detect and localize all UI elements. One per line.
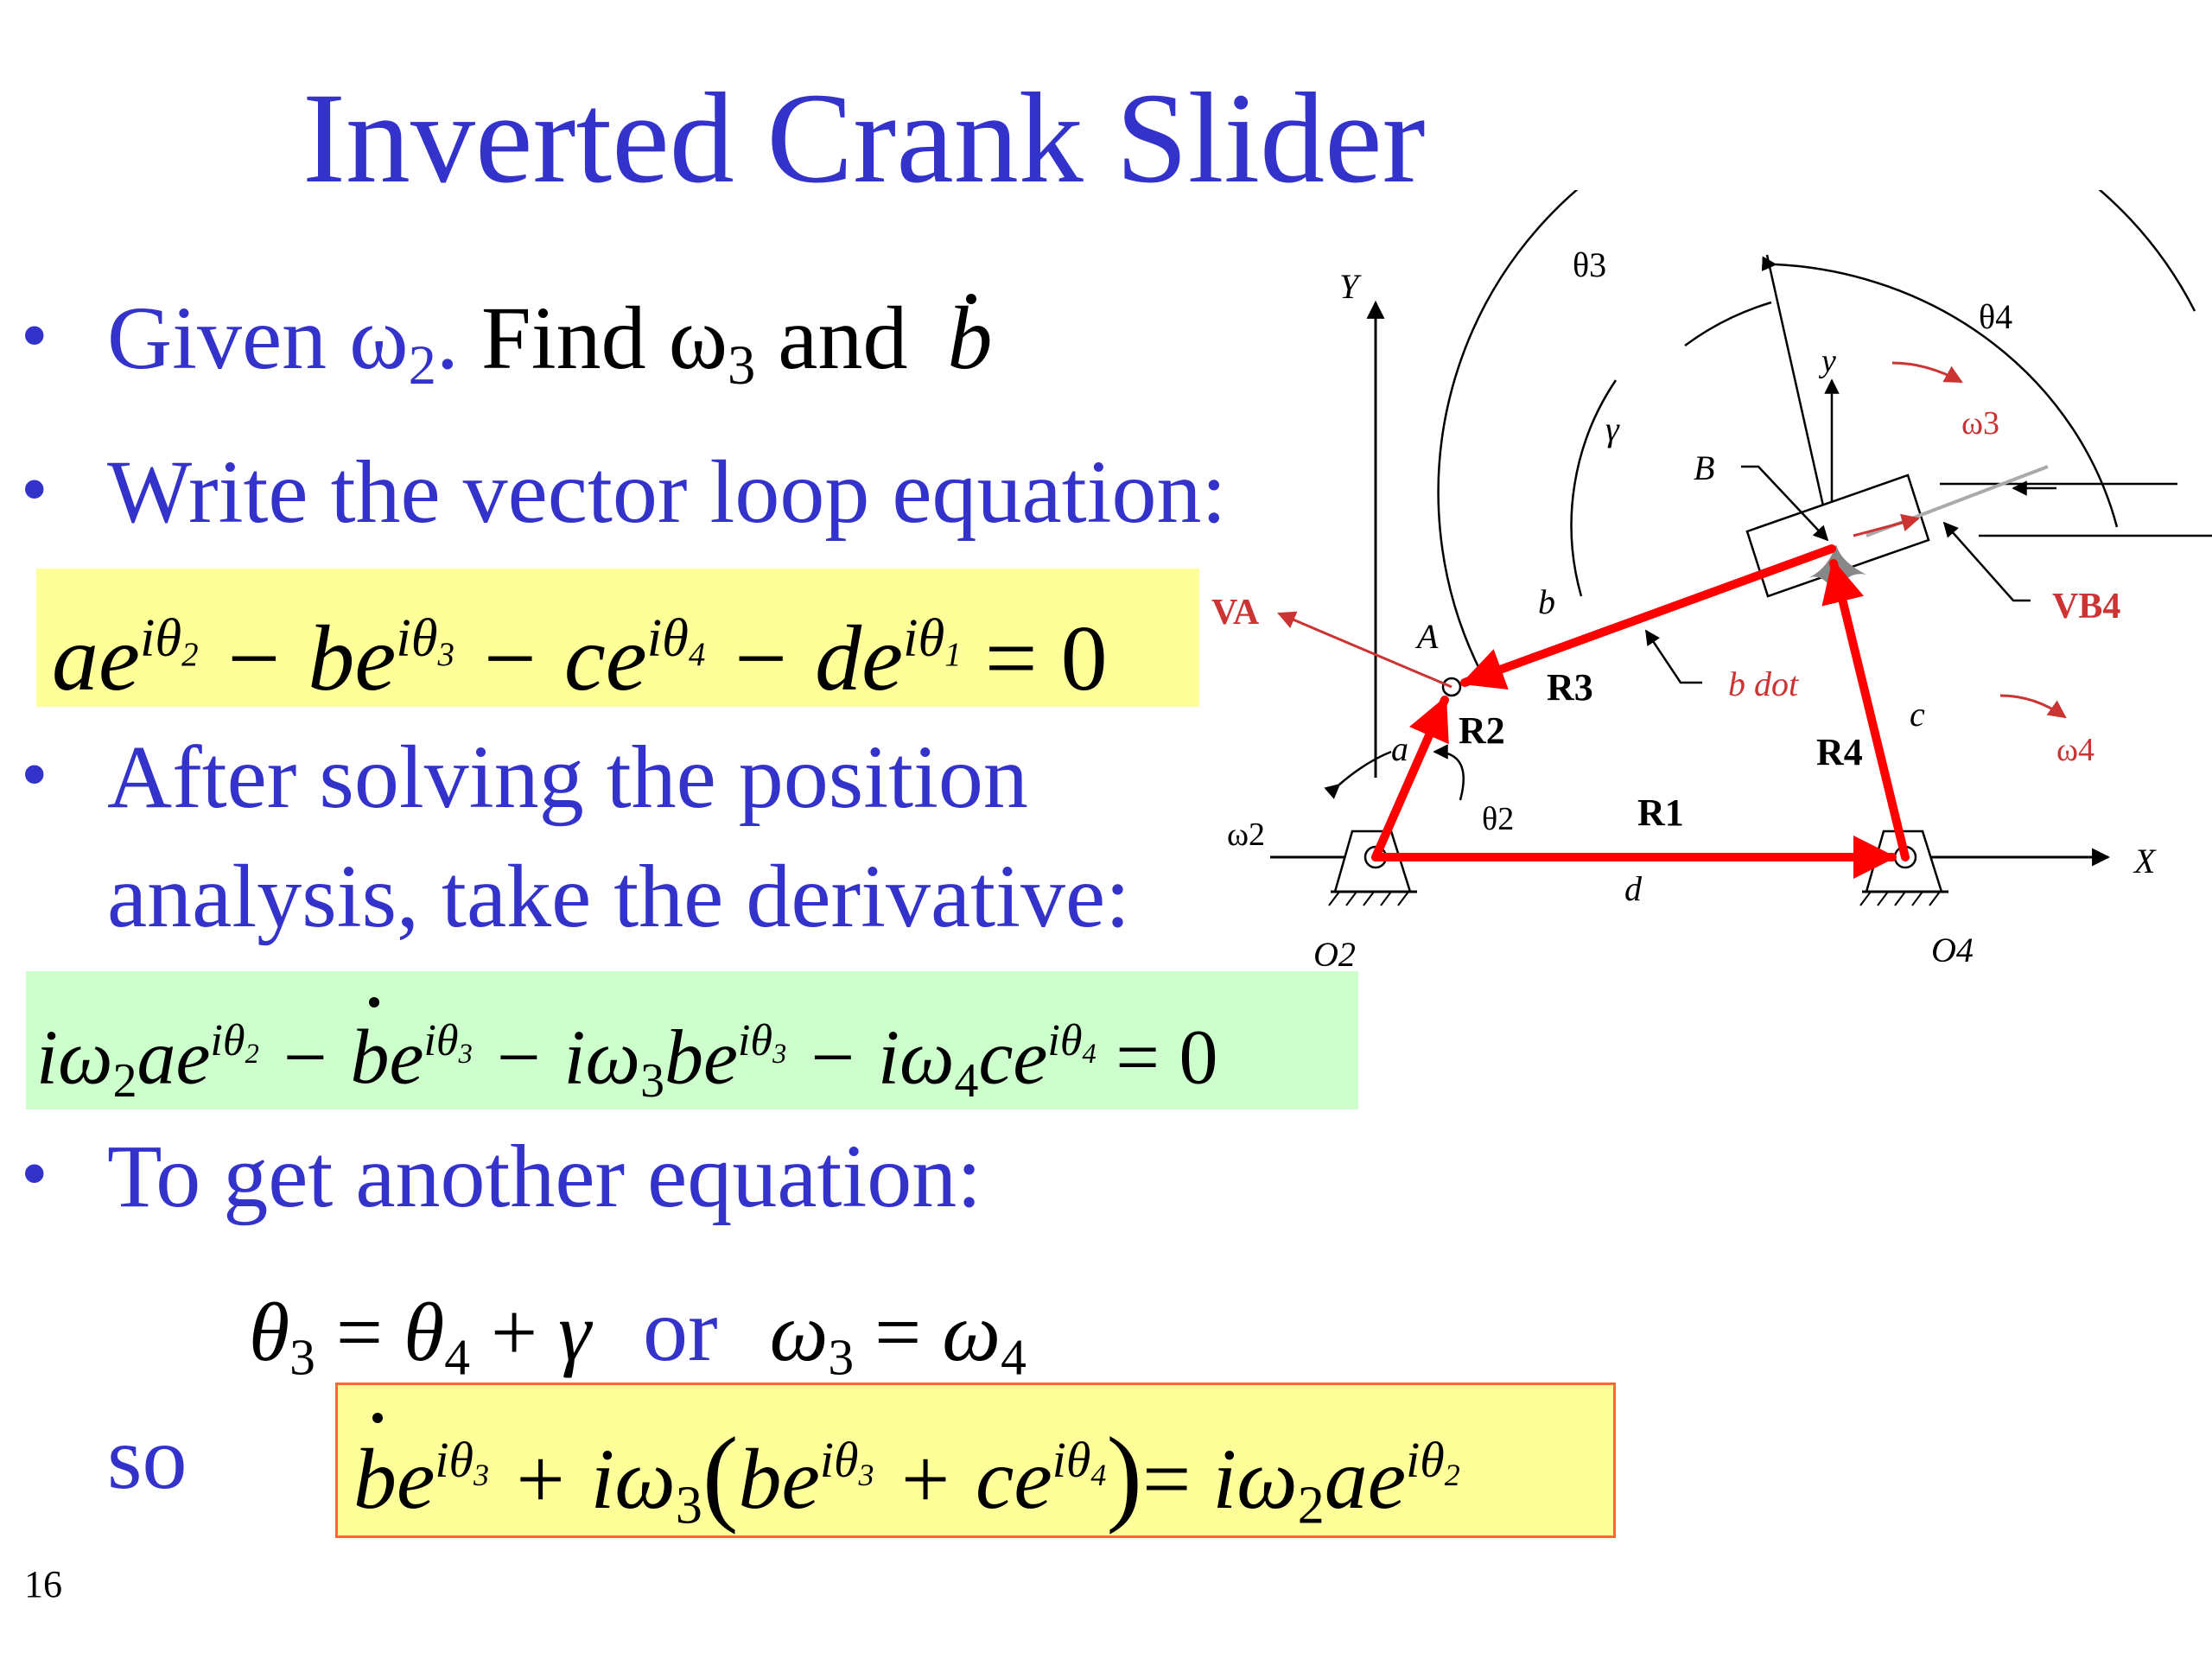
label-omega3: ω3 [1961,405,1999,442]
label-omega4: ω4 [2056,732,2094,768]
label-a: a [1391,729,1408,768]
label-O2: O2 [1313,935,1356,974]
derivative-equation: iω2aeiθ2 − beiθ3 − iω3beiθ3 − iω4ceiθ4 =… [26,971,1358,1109]
label-Y: Y [1339,267,1362,306]
label-X: X [2133,842,2157,880]
crank-slider-diagram: Y X y θ3 θ4 γ ω3 ω4 ω2 B A VA VB4 b b do… [1211,190,2212,974]
omega4-arrow [1999,694,2067,719]
annotation-arrows [1853,361,2067,719]
bullet-after-solving: • After solving the position [21,724,1028,832]
bullet-another-equation: • To get another equation: [21,1123,982,1231]
theta3-arc [1437,190,2196,675]
label-b: b [1538,582,1555,621]
slider-axis-line [1765,254,1834,545]
omega2-subscript: 2 [408,334,436,397]
final-equation: beiθ3 + iω3(beiθ3 + ceiθ4)= iω2aeiθ2 [335,1382,1616,1538]
vector-r3 [1460,544,1836,690]
omega3-subscript: 3 [728,334,756,397]
so-text: so [107,1408,188,1508]
bdot-leader [1644,629,1702,684]
label-R3: R3 [1547,666,1593,709]
bullet-another-equation-text: To get another equation: [107,1127,982,1226]
diagram-labels: Y X y θ3 θ4 γ ω3 ω4 ω2 B A VA VB4 b b do… [1211,245,2157,974]
or-text: or [642,1281,718,1380]
label-theta3: θ3 [1573,245,1606,284]
gamma-arc-top [1684,301,1772,347]
label-c: c [1910,695,1925,734]
velocity-va-arrow [1277,611,1452,689]
vector-loop [1371,544,1910,879]
label-R2: R2 [1459,709,1505,752]
bullet-find-text: Find ω [480,289,728,388]
bullet-dot: • [21,732,48,817]
label-omega2: ω2 [1227,817,1265,853]
vector-r2 [1371,696,1449,861]
theta2-arc [1433,744,1465,801]
bullet-dot: • [21,293,48,378]
label-B: B [1694,448,1714,487]
label-R4: R4 [1816,731,1863,773]
vb4-arrow [1853,513,1921,537]
leader-lines [1324,465,2031,801]
label-O4: O4 [1931,931,1974,969]
label-theta2: θ2 [1482,801,1514,837]
bullet-and-text: and [778,289,908,388]
label-theta4: θ4 [1979,297,2012,336]
label-A: A [1414,617,1439,656]
theta4-arc [1761,256,2119,528]
label-VA: VA [1211,593,1260,632]
vector-r4 [1821,559,1910,861]
bullet-after-solving-line2: analysis, take the derivative: [107,847,1131,946]
vector-loop-equation: aeiθ2 − beiθ3 − ceiθ4 − deiθ1 = 0 [36,569,1199,710]
b-dot-symbol: b [947,285,992,393]
vb4-leader [1942,521,2031,602]
angle-arcs [1437,190,2212,675]
label-d: d [1624,869,1643,908]
bullet-dot: • [21,1131,48,1217]
ground-o2 [1328,830,1417,906]
gamma-arc-left [1570,379,1618,597]
label-VB4: VB4 [2052,587,2120,626]
page-number: 16 [24,1563,62,1605]
omega3-arrow [1891,361,1963,384]
omega2-arc [1324,750,1392,799]
slide-title: Inverted Crank Slider [302,67,1426,210]
bullet-given: • Given ω2. Find ω3 and b [21,285,992,398]
label-b-dot: b dot [1728,664,1799,703]
bullet-vector-loop-text: Write the vector loop equation: [107,442,1227,542]
bullet-vector-loop: • Write the vector loop equation: [21,439,1226,547]
bullet-dot: • [21,447,48,532]
label-R1: R1 [1637,791,1684,834]
bullet-given-text: Given ω [107,289,409,388]
label-gamma: γ [1605,410,1620,448]
b-leader [1741,465,1829,542]
label-local-y: y [1818,343,1836,379]
bullet-given-period: . [435,289,459,388]
bullet-after-solving-line1: After solving the position [107,728,1028,827]
